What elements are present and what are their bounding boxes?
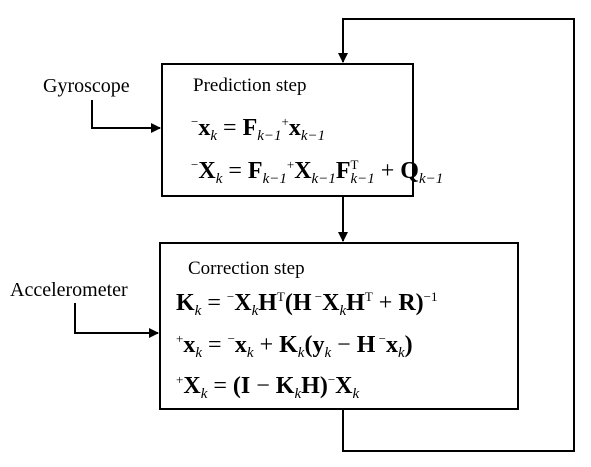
open-paren: (	[284, 290, 293, 316]
subscript: k−1	[257, 128, 282, 144]
subscript: k	[294, 386, 302, 402]
subscript: k	[195, 345, 203, 361]
close-paren: )	[404, 332, 413, 358]
equals-sign: =	[207, 373, 233, 399]
prior-superscript: −	[311, 289, 323, 304]
subscript: k−1	[300, 128, 326, 144]
subscript: k	[210, 128, 218, 144]
subscript: k	[251, 303, 259, 319]
identity-symbol: I	[240, 373, 251, 399]
observation-matrix-symbol: H	[356, 332, 376, 358]
subscript: k−1	[418, 171, 444, 187]
subscript: k	[246, 345, 254, 361]
state-symbol: x	[288, 115, 301, 141]
transpose-superscript: T	[350, 157, 359, 172]
posterior-superscript: +	[286, 157, 295, 172]
subscript: k	[194, 303, 202, 319]
gain-symbol: K	[279, 332, 298, 358]
posterior-superscript: +	[281, 114, 289, 129]
inverse-superscript: −1	[423, 289, 438, 304]
subscript: k	[352, 386, 360, 402]
state-update-equation: +xk = −xk + Kk(yk − H −xk)	[176, 332, 413, 361]
transpose-superscript: T	[364, 289, 373, 304]
accelerometer-arrow	[74, 303, 159, 338]
gain-symbol: K	[176, 290, 195, 316]
kalman-gain-equation: Kk = −XkHT(H −XkHT + R)−1	[176, 290, 438, 319]
feedback-loop-arrow	[338, 18, 575, 452]
state-symbol: x	[385, 332, 398, 358]
prior-superscript: −	[375, 331, 386, 346]
subscript: k−1	[311, 171, 336, 187]
covariance-symbol: X	[198, 158, 216, 184]
measurement-noise-symbol: R	[398, 290, 416, 316]
transition-matrix-symbol: F	[247, 158, 263, 184]
subscript: k	[339, 303, 347, 319]
plus-sign: +	[372, 290, 399, 316]
covariance-prediction-equation: −Xk = Fk−1+Xk−1FTk−1 + Qk−1	[191, 158, 443, 187]
close-paren: )	[415, 290, 424, 316]
gain-symbol: K	[275, 373, 295, 399]
process-noise-symbol: Q	[400, 158, 419, 184]
posterior-superscript: +	[176, 331, 184, 346]
covariance-symbol: X	[234, 290, 252, 316]
prior-superscript: −	[226, 289, 235, 304]
state-symbol: x	[183, 332, 196, 358]
covariance-symbol: X	[183, 373, 201, 399]
covariance-symbol: X	[294, 158, 312, 184]
observation-matrix-symbol: H	[258, 290, 277, 316]
subscript: k−1	[262, 171, 287, 187]
plus-sign: +	[253, 332, 280, 358]
close-paren: )	[319, 373, 328, 399]
posterior-superscript: +	[176, 372, 184, 387]
observation-matrix-symbol: H	[292, 290, 312, 316]
covariance-symbol: X	[322, 290, 340, 316]
subscript: k−1	[350, 171, 375, 187]
equals-sign: =	[222, 158, 248, 184]
subscript: k	[397, 345, 405, 361]
minus-sign: −	[331, 332, 357, 358]
plus-sign: +	[374, 158, 401, 184]
subscript: k	[215, 171, 223, 187]
correction-step-box: Correction step Kk = −XkHT(H −XkHT + R)−…	[159, 242, 519, 410]
observation-matrix-symbol: H	[301, 373, 320, 399]
minus-sign: −	[250, 373, 276, 399]
prior-superscript: −	[327, 372, 336, 387]
state-symbol: x	[198, 115, 211, 141]
open-paren: (	[232, 373, 241, 399]
equals-sign: =	[202, 332, 228, 358]
state-prediction-equation: −xk = Fk−1+xk−1	[191, 115, 325, 144]
accelerometer-label: Accelerometer	[10, 279, 128, 301]
equals-sign: =	[217, 115, 243, 141]
subscript: k	[324, 345, 332, 361]
state-symbol: x	[234, 332, 247, 358]
transpose-superscript: T	[276, 289, 285, 304]
transition-matrix-symbol: F	[242, 115, 258, 141]
open-paren: (	[304, 332, 313, 358]
equals-sign: =	[201, 290, 227, 316]
transition-matrix-symbol: F	[335, 158, 351, 184]
gyroscope-arrow	[91, 100, 161, 133]
subscript: k	[297, 345, 305, 361]
prediction-step-title: Prediction step	[193, 75, 307, 96]
observation-matrix-symbol: H	[346, 290, 365, 316]
prior-superscript: −	[191, 157, 199, 172]
prior-superscript: −	[191, 114, 199, 129]
covariance-update-equation: +Xk = (I − KkH)−Xk	[176, 373, 359, 402]
covariance-symbol: X	[335, 373, 353, 399]
subscript: k	[200, 386, 208, 402]
measurement-symbol: y	[312, 332, 325, 358]
prediction-step-box: Prediction step −xk = Fk−1+xk−1 −Xk = Fk…	[161, 63, 443, 197]
prior-superscript: −	[227, 331, 235, 346]
gyroscope-label: Gyroscope	[43, 75, 130, 97]
correction-step-title: Correction step	[188, 258, 305, 279]
